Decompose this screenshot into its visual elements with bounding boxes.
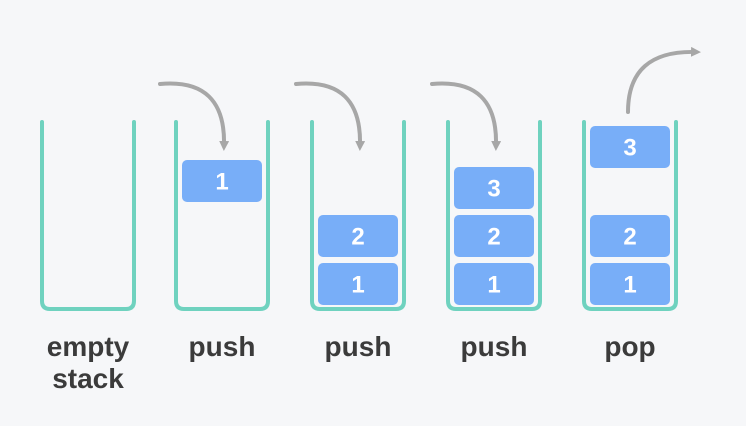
- stack-item-box: [318, 263, 398, 305]
- push-arrow: [430, 81, 502, 151]
- stack-item-value: 1: [351, 272, 364, 299]
- stack-item: 1: [182, 160, 262, 202]
- stack-label: push: [461, 331, 528, 362]
- stack-label: push: [325, 331, 392, 362]
- stack-item-box: [590, 263, 670, 305]
- stack-item-box: [590, 215, 670, 257]
- stack-container: [446, 120, 542, 311]
- stack-container: [310, 120, 406, 311]
- popped-item-value: 3: [623, 135, 636, 162]
- popped-item: 3: [590, 126, 670, 168]
- pop-arrow: [626, 46, 701, 114]
- stack-item-box: [182, 160, 262, 202]
- stack-item-value: 1: [215, 169, 228, 196]
- stack-item-value: 1: [623, 272, 636, 299]
- stack-item: 1: [318, 263, 398, 305]
- stack-container: [582, 120, 678, 311]
- push-arrow: [158, 81, 230, 151]
- stack-4: 1 2 3 push: [430, 81, 542, 362]
- stack-item-value: 2: [351, 224, 364, 251]
- stack-5: 1 2 3 pop: [582, 46, 701, 362]
- stack-item-box: [454, 167, 534, 209]
- stack-label: push: [189, 331, 256, 362]
- stack-item: 2: [590, 215, 670, 257]
- stack-container: [174, 120, 270, 311]
- stack-item-value: 2: [623, 224, 636, 251]
- push-arrow: [294, 81, 366, 151]
- stack-item: 1: [454, 263, 534, 305]
- stack-item-box: [318, 215, 398, 257]
- stack-2: 1 push: [158, 81, 270, 362]
- stack-label: pop: [604, 331, 655, 362]
- stack-3: 1 2 push: [294, 81, 406, 362]
- stack-item: 2: [454, 215, 534, 257]
- stack-container: [40, 120, 136, 311]
- stack-item-value: 3: [487, 176, 500, 203]
- stack-item: 2: [318, 215, 398, 257]
- stack-item-box: [454, 263, 534, 305]
- stack-item: 1: [590, 263, 670, 305]
- stack-label: stack: [52, 363, 124, 394]
- stack-item: 3: [454, 167, 534, 209]
- stack-item-value: 2: [487, 224, 500, 251]
- popped-item-box: [590, 126, 670, 168]
- stack-item-box: [454, 215, 534, 257]
- stack-label: empty: [47, 331, 130, 362]
- stack-item-value: 1: [487, 272, 500, 299]
